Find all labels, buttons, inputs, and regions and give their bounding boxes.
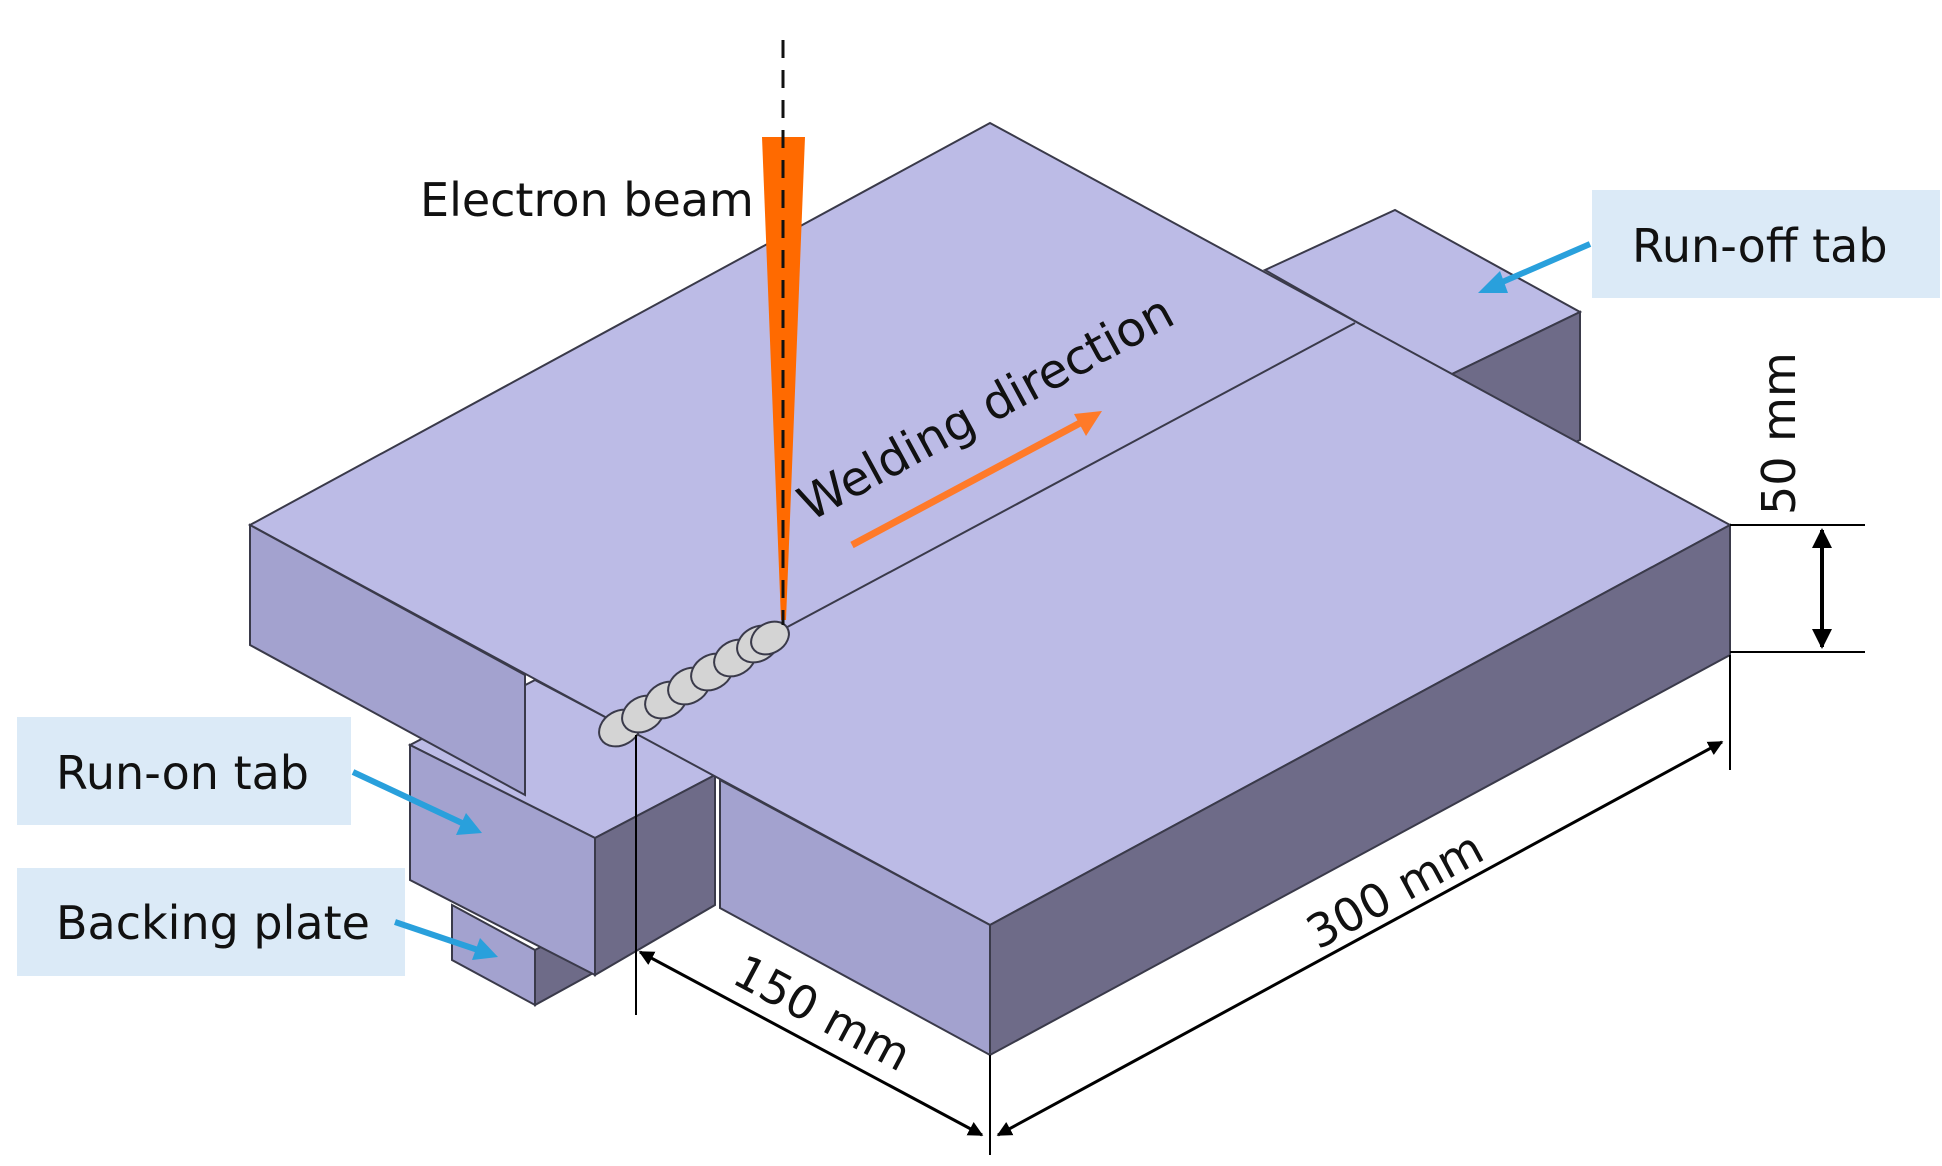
height-dimension [1730,524,1865,653]
width-dimension [635,735,984,1137]
backing-plate-callout: Backing plate [17,868,498,976]
welding-direction-arrow [850,411,1097,549]
run-off-tab-label: Run-off tab [1632,219,1888,273]
run-on-tab-label: Run-on tab [56,746,309,800]
length-dimension [989,655,1731,1155]
electron-beam-label: Electron beam [420,173,754,227]
run-on-tab-callout: Run-on tab [17,717,482,835]
height-dimension-label: 50 mm [1752,352,1806,515]
welding-direction-arrowhead [1074,411,1102,436]
weld-bead [598,620,790,748]
run-off-tab-callout: Run-off tab [1478,190,1940,298]
electron-beam [762,40,805,625]
backing-plate-label: Backing plate [56,896,370,950]
